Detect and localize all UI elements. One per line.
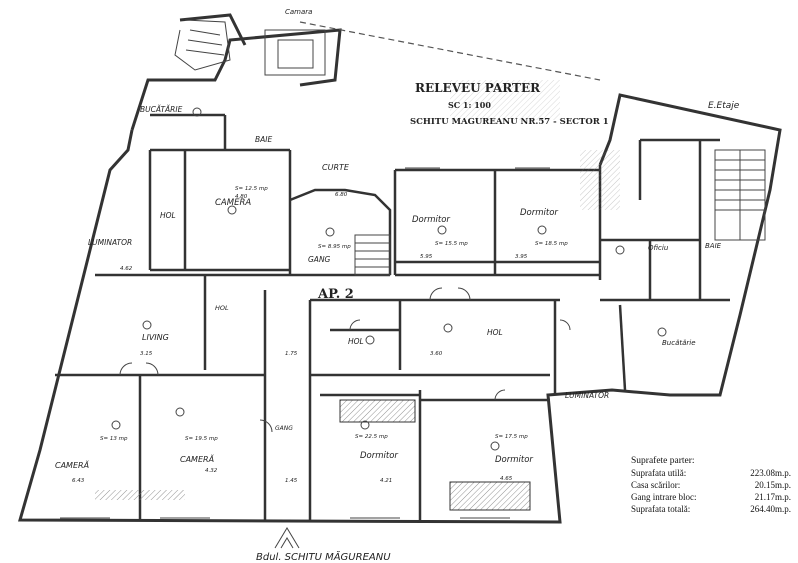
label-camara: Camara bbox=[285, 8, 312, 16]
summary-label: Gang intrare bloc: bbox=[631, 492, 697, 502]
room-dormitor-b-area: S= 18.5 mp bbox=[535, 241, 568, 247]
entrance-arrow bbox=[274, 527, 300, 549]
dim-label: 3.15 bbox=[140, 351, 153, 357]
summary-label: Suprafata totală: bbox=[631, 504, 691, 514]
room-camera-top-area: S= 12.5 mp bbox=[235, 186, 268, 192]
dim-label: 4.21 bbox=[380, 478, 392, 484]
dim-label: 6.80 bbox=[335, 192, 348, 198]
dim-label: 4.65 bbox=[500, 476, 513, 482]
room-dormitor-c-area: S= 22.5 mp bbox=[355, 434, 388, 440]
label-curte: CURTE bbox=[322, 163, 350, 172]
room-baie-right: BAIE bbox=[705, 242, 722, 250]
interior-walls bbox=[55, 113, 730, 520]
dim-label: 4.32 bbox=[205, 468, 218, 474]
dim-label: 4.62 bbox=[120, 266, 133, 272]
door-swings bbox=[119, 287, 571, 433]
summary-row: Casa scărilor: 20.15m.p. bbox=[631, 479, 791, 491]
property-boundary bbox=[299, 21, 601, 81]
room-hol-right: HOL bbox=[487, 328, 503, 337]
summary-heading: Suprafete parter: bbox=[631, 456, 695, 466]
room-dormitor-d-area: S= 17.5 mp bbox=[495, 434, 528, 440]
staircase-top-left bbox=[174, 19, 326, 76]
street-name: Bdul. SCHITU MĂGUREANU bbox=[256, 550, 391, 563]
room-dormitor-b: Dormitor bbox=[520, 208, 558, 218]
room-dormitor-a-area: S= 15.5 mp bbox=[435, 241, 468, 247]
room-living: LIVING bbox=[142, 333, 169, 342]
title-line-3: SCHITU MAGUREANU NR.57 - SECTOR 1 bbox=[410, 117, 609, 127]
area-summary: Suprafete parter: Suprafata utilă: 223.0… bbox=[631, 455, 791, 515]
room-camera-bl-area: S= 13 mp bbox=[100, 436, 128, 442]
staircase-right bbox=[714, 149, 766, 241]
title-line-1: RELEVEU PARTER bbox=[415, 81, 541, 95]
room-dormitor-d: Dormitor bbox=[495, 455, 533, 465]
room-oficiu: Oficiu bbox=[648, 244, 669, 252]
room-bucatarie-right: Bucătărie bbox=[662, 339, 696, 347]
room-camera-top: CAMERA bbox=[215, 198, 251, 208]
dim-label: 1.45 bbox=[285, 478, 298, 484]
label-etaj: E.Etaje bbox=[708, 101, 740, 111]
summary-value: 21.17m.p. bbox=[754, 492, 791, 502]
dim-label: 3.60 bbox=[430, 351, 443, 357]
dim-label: 1.75 bbox=[285, 351, 298, 357]
summary-row: Gang intrare bloc: 21.17m.p. bbox=[631, 491, 791, 503]
room-gang-bottom: GANG bbox=[275, 425, 293, 432]
dimension-labels: 6.80 3.95 5.95 3.15 3.60 1.75 4.21 4.65 … bbox=[72, 192, 528, 484]
label-luminator-left: LUMINATOR bbox=[88, 238, 132, 247]
summary-row: Suprafata totală: 264.40m.p. bbox=[631, 503, 791, 515]
room-bucatarie-top: BUCĂTĂRIE bbox=[140, 105, 183, 114]
room-dormitor-c: Dormitor bbox=[360, 451, 398, 461]
title-line-2: SC 1: 100 bbox=[448, 100, 491, 110]
label-luminator-right: LUMINATOR bbox=[565, 391, 609, 400]
room-dormitor-a: Dormitor bbox=[412, 215, 450, 225]
summary-label: Suprafata utilă: bbox=[631, 468, 687, 478]
dim-label: 5.95 bbox=[420, 254, 433, 260]
dim-label: 4.80 bbox=[235, 194, 248, 200]
hatched-areas bbox=[95, 80, 620, 511]
dim-label: 6.43 bbox=[72, 478, 85, 484]
label-ap2: AP. 2 bbox=[317, 287, 354, 302]
room-camera-b2-area: S= 19.5 mp bbox=[185, 436, 218, 442]
summary-value: 264.40m.p. bbox=[750, 504, 791, 514]
room-hol-left: HOL bbox=[160, 211, 176, 220]
room-gang-top: GANG bbox=[308, 255, 331, 264]
room-baie-top: BAIE bbox=[255, 135, 272, 144]
summary-label: Casa scărilor: bbox=[631, 480, 681, 490]
room-gang-top-area: S= 8.95 mp bbox=[318, 244, 351, 250]
dim-label: 3.95 bbox=[515, 254, 528, 260]
summary-value: 20.15m.p. bbox=[754, 480, 791, 490]
outer-walls bbox=[18, 13, 782, 524]
room-labels: BUCĂTĂRIE BAIE CAMERA S= 12.5 mp HOL GAN… bbox=[55, 105, 722, 470]
room-number-markers bbox=[111, 107, 667, 451]
summary-value: 223.08m.p. bbox=[750, 468, 791, 478]
room-camera-b2: CAMERĂ bbox=[180, 453, 214, 464]
staircase-center bbox=[354, 234, 391, 276]
room-hol-small: HOL bbox=[215, 304, 229, 312]
room-hol-center: HOL bbox=[348, 337, 364, 346]
facade-windows bbox=[60, 167, 550, 519]
summary-row: Suprafata utilă: 223.08m.p. bbox=[631, 467, 791, 479]
room-camera-bl: CAMERĂ bbox=[55, 459, 89, 470]
